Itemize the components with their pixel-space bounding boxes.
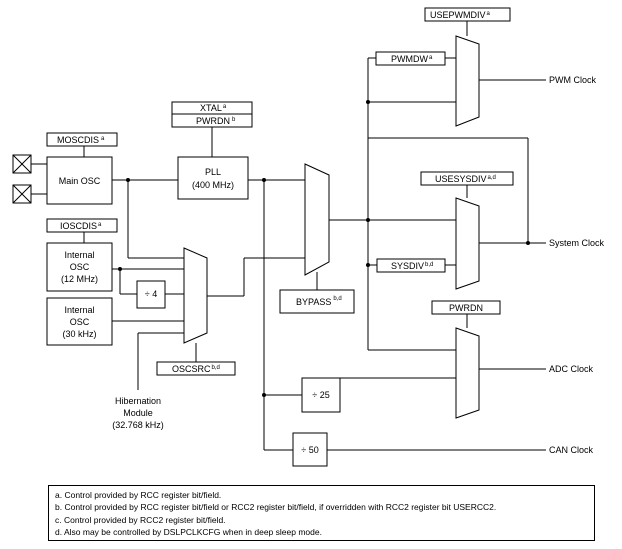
divide-by-50-block: ÷ 50 xyxy=(292,432,328,467)
pwrdn-adc-label: PWRDN xyxy=(431,300,501,315)
svg-text:XTALa: XTALa xyxy=(200,103,227,113)
signal-wires xyxy=(83,21,546,451)
adc-clock-label: ADC Clock xyxy=(549,364,594,374)
usepwmdiv-label: USEPWMDIVa xyxy=(424,7,511,22)
svg-text:Hibernation: Hibernation xyxy=(115,396,161,406)
usesysdiv-label: USESYSDIVa,d xyxy=(420,171,514,186)
svg-text:OSC: OSC xyxy=(70,262,90,272)
svg-text:OSCSRCb,d: OSCSRCb,d xyxy=(172,364,220,374)
footnote-c: c. Control provided by RCC2 register bit… xyxy=(55,514,226,525)
svg-text:USESYSDIVa,d: USESYSDIVa,d xyxy=(435,174,496,184)
svg-text:÷ 4: ÷ 4 xyxy=(145,289,157,299)
pwm-mux xyxy=(455,35,480,127)
svg-text:PWRDN: PWRDN xyxy=(449,303,483,313)
divide-by-25-block: ÷ 25 xyxy=(301,377,341,413)
adc-mux xyxy=(455,327,480,419)
pll-block: PLL (400 MHz) xyxy=(177,156,249,200)
main-osc-label: Main OSC xyxy=(59,176,101,186)
junction-dots xyxy=(118,100,530,397)
can-clock-label: CAN Clock xyxy=(549,445,594,455)
oscsrc-mux xyxy=(183,247,208,344)
crystal-input-1-icon xyxy=(12,154,32,174)
svg-text:IOSCDISa: IOSCDISa xyxy=(60,221,102,231)
sysdiv-mux xyxy=(455,197,480,290)
xtal-label: XTALa xyxy=(171,101,253,115)
svg-text:Module: Module xyxy=(123,408,153,418)
hibernation-module-label: Hibernation Module (32.768 kHz) xyxy=(112,396,164,430)
crystal-input-2-icon xyxy=(12,184,32,204)
bypass-mux xyxy=(304,163,330,276)
footnote-b: b. Control provided by RCC register bit/… xyxy=(55,502,497,513)
svg-text:SYSDIVb,d: SYSDIVb,d xyxy=(391,261,433,271)
internal-osc-30khz-block: Internal OSC (30 kHz) xyxy=(46,297,113,346)
footnote-d: d. Also may be controlled by DSLPCLKCFG … xyxy=(55,526,322,537)
divide-by-4-block: ÷ 4 xyxy=(136,280,166,309)
pll-frequency: (400 MHz) xyxy=(192,180,234,190)
footnote-a: a. Control provided by RCC register bit/… xyxy=(55,490,222,500)
oscsrc-label: OSCSRCb,d xyxy=(156,361,236,376)
pwmdw-label: PWMDWa xyxy=(375,51,446,66)
svg-text:(12 MHz): (12 MHz) xyxy=(61,274,98,284)
svg-text:÷ 50: ÷ 50 xyxy=(301,445,318,455)
pwm-clock-label: PWM Clock xyxy=(549,75,596,85)
main-osc-block: Main OSC xyxy=(46,156,113,205)
pll-label: PLL xyxy=(205,167,221,177)
internal-osc-12mhz-block: Internal OSC (12 MHz) xyxy=(46,242,113,292)
svg-text:Internal: Internal xyxy=(64,305,94,315)
svg-text:(32.768 kHz): (32.768 kHz) xyxy=(112,420,164,430)
sysdiv-label: SYSDIVb,d xyxy=(376,258,446,273)
svg-text:PWMDWa: PWMDWa xyxy=(391,54,433,64)
svg-text:OSC: OSC xyxy=(70,317,90,327)
svg-text:USEPWMDIVa: USEPWMDIVa xyxy=(430,10,491,20)
svg-text:Internal: Internal xyxy=(64,250,94,260)
footnotes-box: a. Control provided by RCC register bit/… xyxy=(48,485,595,541)
ioscdis-label: IOSCDISa xyxy=(46,218,118,233)
svg-text:÷ 25: ÷ 25 xyxy=(312,390,329,400)
system-clock-label: System Clock xyxy=(549,238,605,248)
svg-text:(30 kHz): (30 kHz) xyxy=(62,329,96,339)
